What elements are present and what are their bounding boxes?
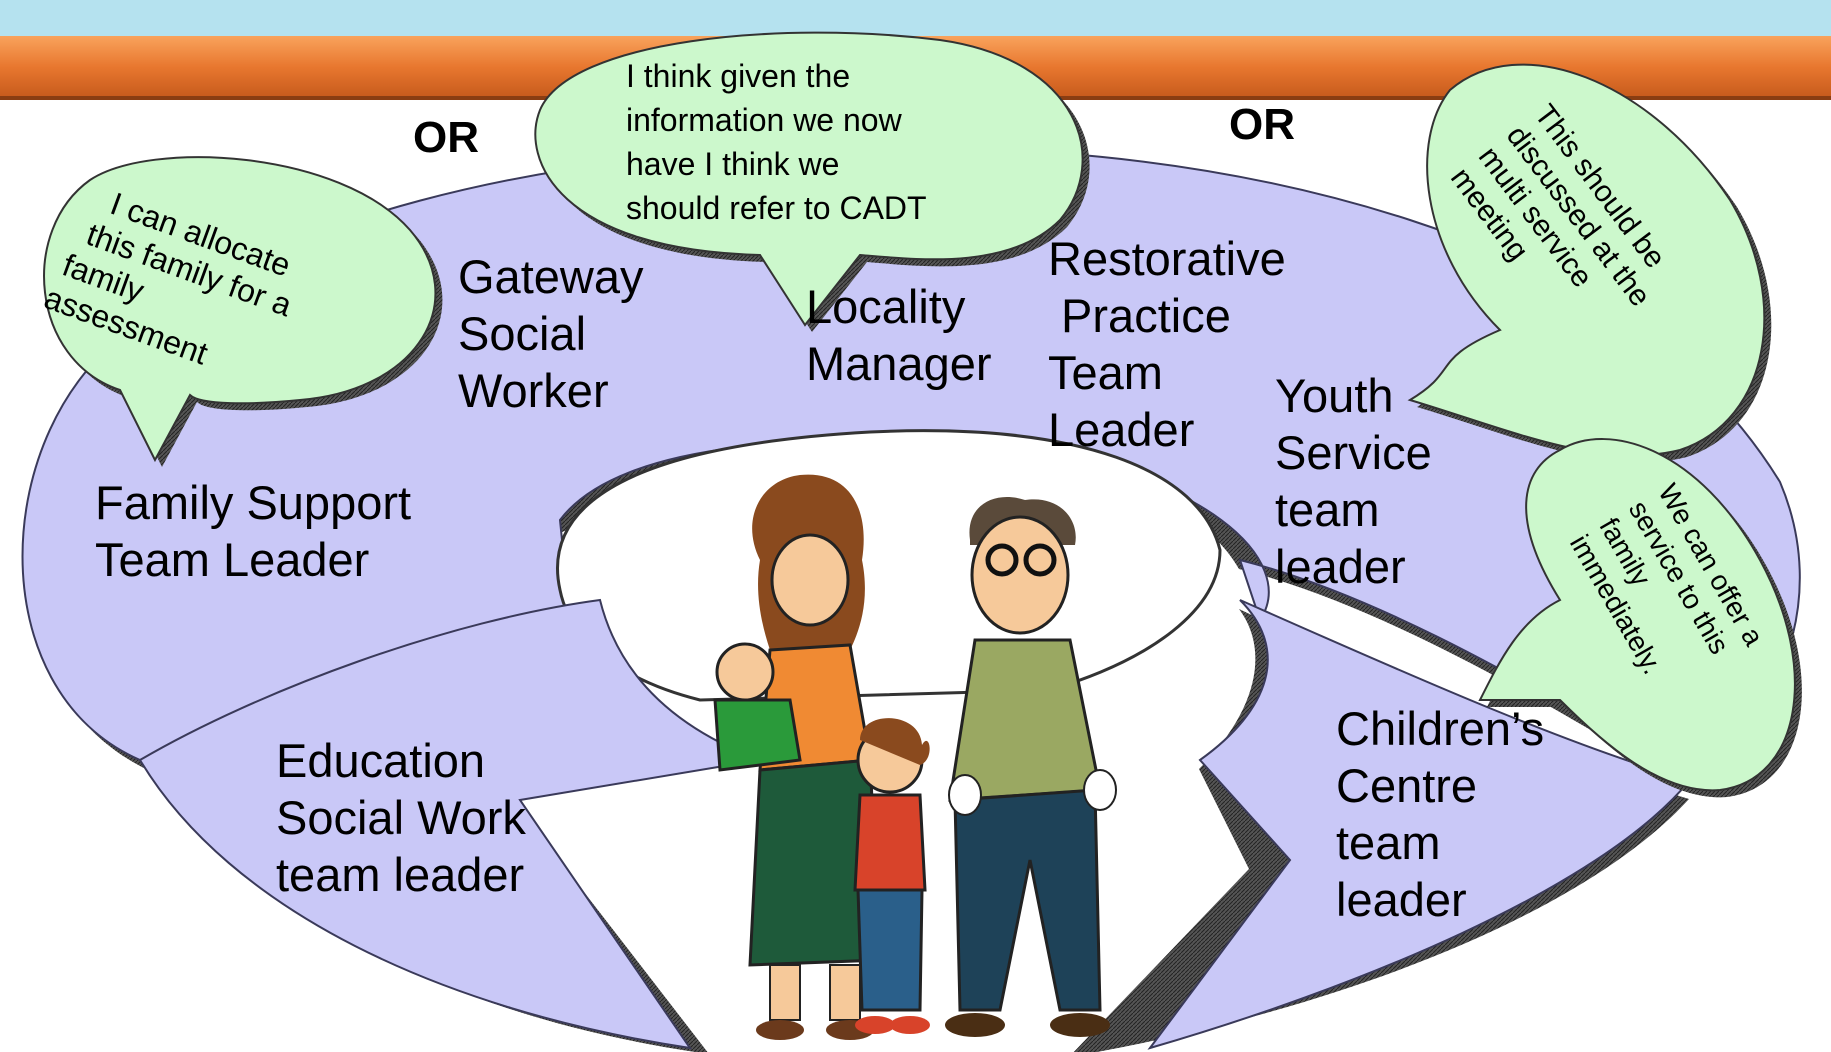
bubble-family-support <box>43 156 437 463</box>
bubble-text-locality: I think given the information we now hav… <box>626 54 927 230</box>
baby-figure <box>713 642 802 772</box>
family-illustration <box>713 474 1117 1040</box>
bubble-line: should refer to CADT <box>626 190 927 226</box>
role-line: Gateway <box>458 250 644 303</box>
role-line: leader <box>1275 540 1406 593</box>
role-line: Social <box>458 307 587 360</box>
role-line: team <box>1275 483 1380 536</box>
role-restorative-practice-team-leader: Restorative Practice Team Leader <box>1048 230 1286 458</box>
or-label-right: OR <box>1229 100 1295 149</box>
role-youth-service-team-leader: Youth Service team leader <box>1275 367 1432 595</box>
role-line: Education <box>276 734 486 787</box>
child-figure <box>853 718 930 1034</box>
bubble-line: information we now <box>626 102 902 138</box>
role-family-support-team-leader: Family Support Team Leader <box>95 474 411 588</box>
role-line: Restorative <box>1048 232 1286 285</box>
role-line: Service <box>1275 426 1432 479</box>
role-line: Manager <box>806 337 992 390</box>
role-line: team leader <box>276 848 525 901</box>
role-line: Children’s <box>1336 702 1545 755</box>
bubble-childrens-centre <box>1478 438 1796 792</box>
role-line: team <box>1336 816 1441 869</box>
role-line: Practice <box>1048 289 1231 342</box>
role-childrens-centre-team-leader: Children’s Centre team leader <box>1336 700 1544 928</box>
speech-bubbles <box>43 31 1796 792</box>
ring-inner-hole <box>556 429 1222 702</box>
role-education-social-work-team-leader: Education Social Work team leader <box>276 732 526 903</box>
bubble-locality <box>534 31 1084 327</box>
role-line: Worker <box>458 364 609 417</box>
father-figure <box>945 496 1117 1037</box>
role-line: Youth <box>1275 369 1394 422</box>
ring-left-arrow <box>138 598 764 1050</box>
ring-right-arrow <box>1147 599 1692 1050</box>
role-line: leader <box>1336 873 1467 926</box>
role-line: Team Leader <box>95 533 370 586</box>
role-gateway-social-worker: Gateway Social Worker <box>458 248 643 419</box>
role-line: Locality <box>806 280 966 333</box>
role-line: Centre <box>1336 759 1478 812</box>
role-line: Family Support <box>95 476 412 529</box>
role-line: Leader <box>1048 403 1195 456</box>
role-locality-manager: Locality Manager <box>806 278 992 392</box>
bubble-line: have I think we <box>626 146 840 182</box>
role-line: Social Work <box>276 791 526 844</box>
role-line: Team <box>1048 346 1163 399</box>
or-label-left: OR <box>413 113 479 162</box>
cycle-ring <box>21 146 1801 1050</box>
bubble-line: I think given the <box>626 58 851 94</box>
